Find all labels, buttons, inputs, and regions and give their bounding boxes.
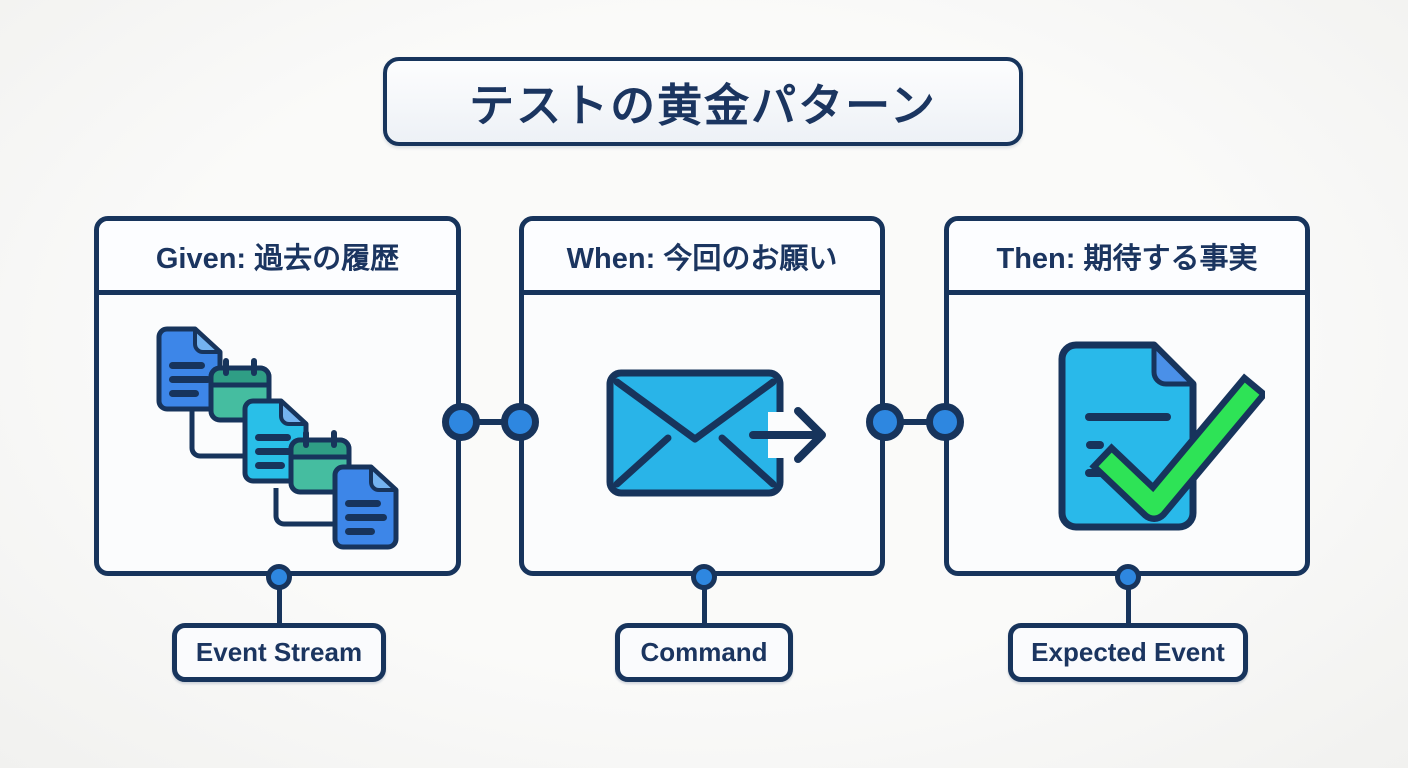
stem-node-when: [691, 564, 717, 590]
document-check-icon: [1050, 338, 1265, 538]
event-stream-documents-icon: [150, 320, 410, 560]
stem-when: [702, 575, 707, 625]
panel-when-header-text: When: 今回のお願い: [566, 242, 838, 275]
connector-node-when-left: [501, 403, 539, 441]
label-command-text: Command: [640, 637, 768, 667]
connector-line-given-when: [461, 419, 520, 425]
panel-when: When: 今回のお願い: [519, 216, 885, 576]
label-expected-event: Expected Event: [1008, 623, 1248, 682]
diagram-title: テストの黄金パターン: [469, 80, 937, 131]
stem-then: [1126, 575, 1131, 625]
envelope-send-icon: [600, 365, 840, 505]
label-event-stream-text: Event Stream: [195, 637, 363, 667]
connector-node-when-right: [866, 403, 904, 441]
stem-given: [277, 575, 282, 625]
connector-node-given-right: [442, 403, 480, 441]
panel-given-header-text: Given: 過去の履歴: [155, 242, 400, 275]
label-command: Command: [615, 623, 793, 682]
stem-node-given: [266, 564, 292, 590]
connector-line-when-then: [885, 419, 945, 425]
connector-node-then-left: [926, 403, 964, 441]
panel-when-header: When: 今回のお願い: [524, 221, 880, 295]
label-event-stream: Event Stream: [172, 623, 386, 682]
label-expected-event-text: Expected Event: [1031, 637, 1225, 667]
panel-then-header-text: Then: 期待する事実: [996, 242, 1258, 275]
panel-given-header: Given: 過去の履歴: [99, 221, 456, 295]
panel-then-header: Then: 期待する事実: [949, 221, 1305, 295]
diagram-title-box: テストの黄金パターン: [383, 57, 1023, 146]
stem-node-then: [1115, 564, 1141, 590]
